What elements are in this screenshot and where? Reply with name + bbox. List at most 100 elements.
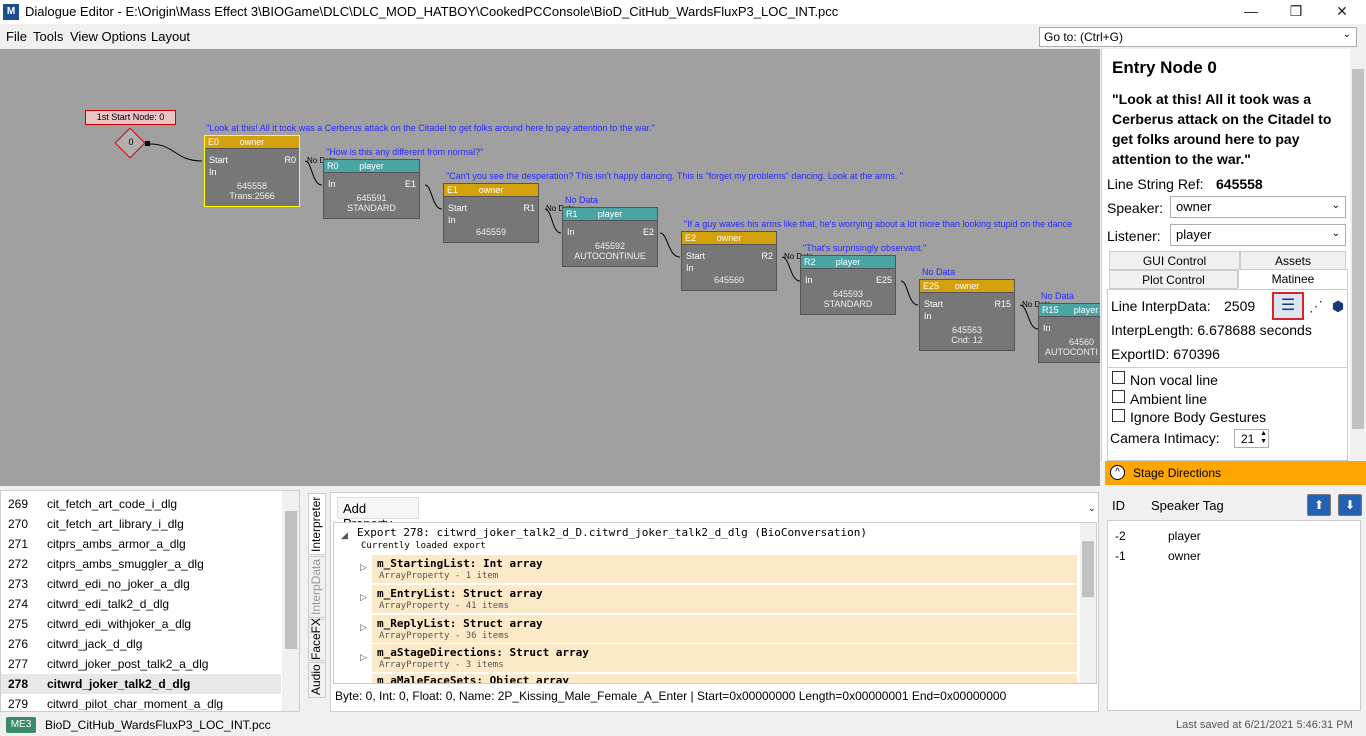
- dialogue-graph-canvas[interactable]: 1st Start Node: 0 0 "Look at this! All i…: [0, 49, 1100, 486]
- ignore-gestures-checkbox[interactable]: [1112, 409, 1125, 422]
- out-label: R15: [994, 299, 1011, 309]
- dialogue-node-r2[interactable]: R2 player In E25 645593 STANDARD: [800, 255, 896, 315]
- scrollbar-thumb[interactable]: [1082, 541, 1094, 597]
- speaker-select[interactable]: owner ⌄: [1170, 196, 1346, 218]
- goto-dropdown[interactable]: Go to: (Ctrl+G) ⌄: [1039, 27, 1357, 47]
- add-property-button[interactable]: Add Property: [337, 497, 419, 531]
- tab-assets[interactable]: Assets: [1240, 251, 1346, 270]
- scrollbar-thumb[interactable]: [1352, 69, 1364, 429]
- ambient-checkbox[interactable]: [1112, 390, 1125, 403]
- property-tree-scrollbar[interactable]: [1080, 523, 1096, 683]
- collapse-icon[interactable]: ◢: [341, 530, 348, 540]
- listener-select[interactable]: player ⌄: [1170, 224, 1346, 246]
- last-saved: Last saved at 6/21/2021 5:46:31 PM: [1176, 719, 1353, 731]
- tab-interpdata[interactable]: InterpData: [308, 556, 326, 618]
- item-number: 275: [8, 617, 29, 631]
- node-line-ref: 645592: [594, 241, 626, 251]
- menu-tools[interactable]: Tools: [33, 29, 64, 44]
- app-icon: M: [3, 4, 19, 20]
- listener-label: Listener:: [1107, 228, 1161, 244]
- divider: [1107, 367, 1348, 368]
- col-speaker-tag: Speaker Tag: [1151, 498, 1224, 513]
- close-button[interactable]: ✕: [1336, 3, 1348, 19]
- node-graph-icon: ⋰: [1309, 298, 1323, 314]
- move-down-button[interactable]: ⬇: [1338, 494, 1362, 516]
- restore-button[interactable]: ❐: [1289, 3, 1303, 19]
- move-up-button[interactable]: ⬆: [1307, 494, 1331, 516]
- menu-file[interactable]: File: [6, 29, 27, 44]
- export-list-scrollbar[interactable]: [282, 491, 299, 711]
- property-name: m_EntryList: Struct array: [377, 587, 543, 600]
- expand-icon[interactable]: ▷: [360, 592, 367, 602]
- node-sub: STANDARD: [823, 299, 873, 309]
- node-header: E1 owner: [444, 184, 538, 197]
- item-name: citwrd_jack_d_dlg: [47, 637, 143, 651]
- tab-audio[interactable]: Audio: [308, 662, 326, 698]
- property-name: m_ReplyList: Struct array: [377, 617, 543, 630]
- node-role: owner: [239, 137, 265, 147]
- menu-view-options[interactable]: View Options: [70, 29, 147, 44]
- open-interp-button[interactable]: ☰: [1272, 292, 1304, 320]
- dialogue-node-e25[interactable]: E25 owner Start In R15 645563 Cnd: 12: [919, 279, 1015, 351]
- node-quote: "That's surprisingly observant.": [803, 243, 927, 253]
- node-header: R0 player: [324, 160, 419, 173]
- tab-facefx[interactable]: FaceFX: [308, 618, 326, 661]
- dialogue-node-e0[interactable]: E0 owner Start In R0 645558 Trans:2566: [204, 135, 300, 207]
- tab-gui-control[interactable]: GUI Control: [1109, 251, 1240, 270]
- tab-matinee[interactable]: Matinee: [1238, 269, 1348, 288]
- expand-icon[interactable]: ▷: [360, 652, 367, 662]
- expand-icon[interactable]: ▷: [360, 622, 367, 632]
- speaker-row[interactable]: -1 owner: [1108, 546, 1360, 566]
- expand-icon[interactable]: ▷: [360, 562, 367, 572]
- speaker-tag: player: [1168, 529, 1201, 543]
- dialogue-node-r15[interactable]: R15 player In 64560 AUTOCONTI: [1038, 303, 1100, 363]
- start-node-label[interactable]: 1st Start Node: 0: [85, 110, 176, 125]
- tab-plot-control[interactable]: Plot Control: [1109, 270, 1238, 289]
- speaker-tag: owner: [1168, 549, 1201, 563]
- property-name: m_StartingList: Int array: [377, 557, 543, 570]
- collapse-icon[interactable]: ^: [1110, 465, 1125, 480]
- scrollbar-thumb[interactable]: [285, 511, 297, 649]
- dialogue-node-r1[interactable]: R1 player In E2 645592 AUTOCONTINUE: [562, 207, 658, 267]
- dialogue-node-e2[interactable]: E2 owner Start In R2 645560: [681, 231, 777, 291]
- open-package-button[interactable]: ⬢: [1327, 294, 1349, 318]
- start-pin: [145, 141, 150, 146]
- overflow-icon[interactable]: ⌄: [1088, 503, 1096, 513]
- item-number: 271: [8, 537, 29, 551]
- minimize-button[interactable]: —: [1244, 3, 1258, 19]
- dialogue-node-e1[interactable]: E1 owner Start In R1 645559: [443, 183, 539, 243]
- speaker-row[interactable]: -2 player: [1108, 526, 1360, 546]
- tab-interpreter[interactable]: Interpreter: [308, 493, 326, 555]
- no-data-label: No Data: [307, 156, 337, 165]
- arrow-up-icon: ⬆: [1313, 498, 1325, 512]
- item-number: 278: [8, 677, 29, 691]
- property-row[interactable]: m_aMaleFaceSets: Object array: [372, 674, 1077, 683]
- non-vocal-checkbox[interactable]: [1112, 371, 1125, 384]
- entry-node-panel: Entry Node 0 "Look at this! All it took …: [1101, 49, 1366, 461]
- node-line-ref: 645593: [832, 289, 864, 299]
- camera-intimacy-stepper[interactable]: 21 ▲▼: [1234, 429, 1269, 448]
- dialogue-node-r0[interactable]: R0 player In E1 645591 STANDARD: [323, 159, 420, 219]
- non-vocal-label: Non vocal line: [1130, 372, 1218, 388]
- node-id: E25: [923, 281, 940, 291]
- menu-layout[interactable]: Layout: [151, 29, 191, 44]
- stage-directions-header[interactable]: ^ Stage Directions: [1105, 461, 1366, 485]
- right-panel-scrollbar[interactable]: [1350, 49, 1366, 461]
- open-graph-button[interactable]: ⋰: [1305, 294, 1327, 318]
- stepper-arrows-icon[interactable]: ▲▼: [1260, 430, 1267, 445]
